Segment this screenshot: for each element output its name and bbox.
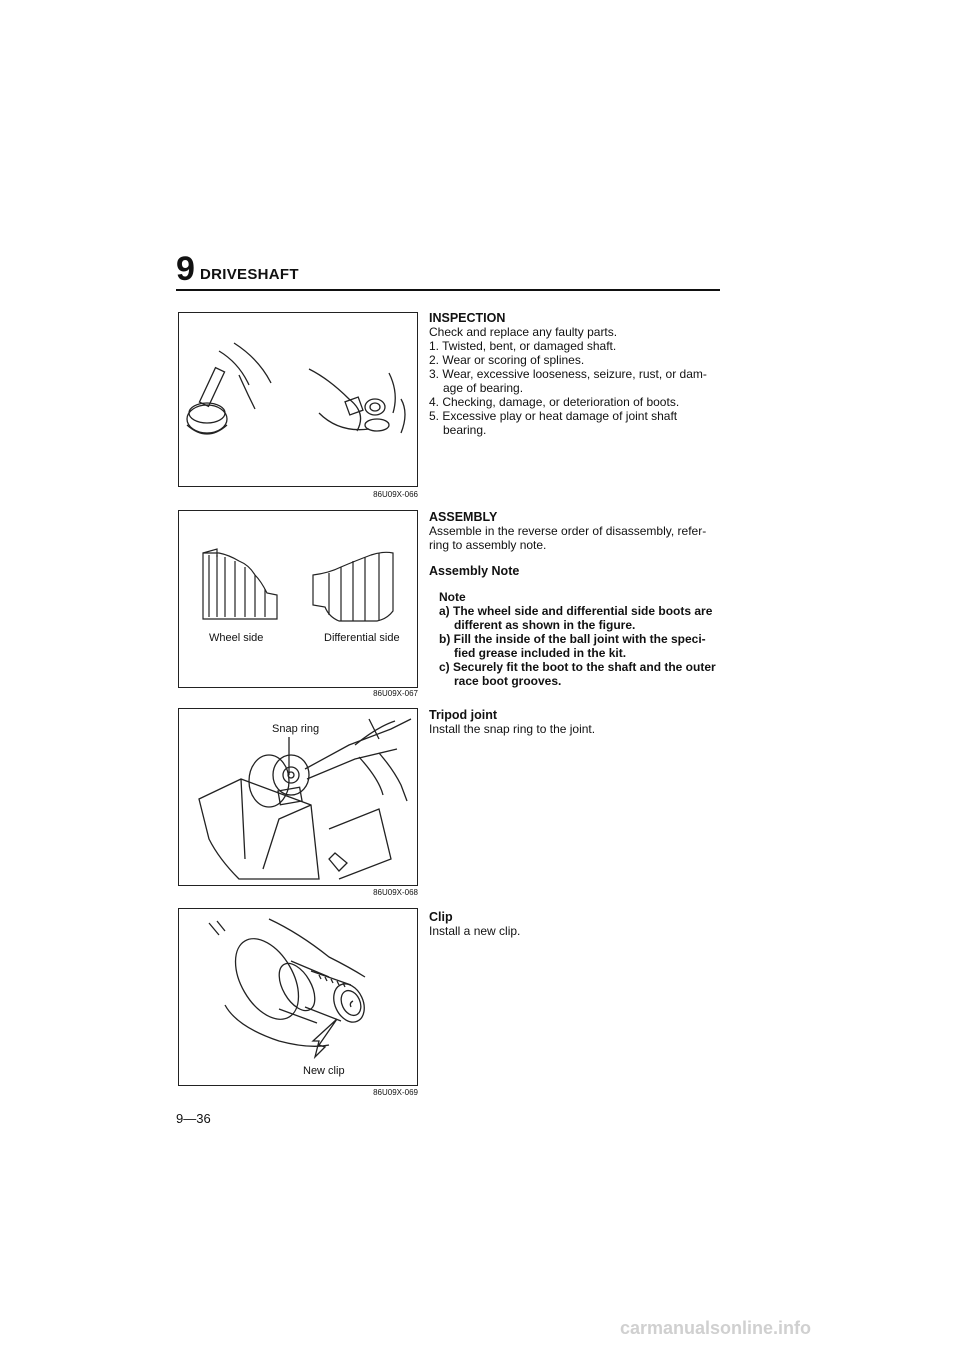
clip-section: Clip Install a new clip. <box>429 910 721 938</box>
note-item: c) Securely fit the boot to the shaft an… <box>439 660 716 688</box>
list-item: 5. Excessive play or heat damage of join… <box>429 409 678 437</box>
label-wheel-side: Wheel side <box>209 632 264 644</box>
chapter-title: DRIVESHAFT <box>200 266 299 283</box>
clip-text: Install a new clip. <box>429 924 521 938</box>
clip-illustration <box>208 918 366 1060</box>
note-item: a) The wheel side and differential side … <box>439 604 713 632</box>
list-item: 3. Wear, excessive looseness, seizure, r… <box>429 367 707 395</box>
label-snap-ring: Snap ring <box>272 723 320 735</box>
note-title: Note <box>439 590 466 604</box>
inspection-illustration <box>186 342 406 435</box>
note-item: b) Fill the inside of the ball joint wit… <box>439 632 706 660</box>
label-new-clip: New clip <box>303 1065 345 1077</box>
label-differential-side: Differential side <box>324 632 400 644</box>
assembly-heading: ASSEMBLY <box>429 510 498 524</box>
list-item: 2. Wear or scoring of splines. <box>429 353 585 367</box>
boots-illustration <box>202 548 394 622</box>
header-rule <box>176 289 720 291</box>
tripod-section: Tripod joint Install the snap ring to th… <box>429 708 721 736</box>
assembly-section: ASSEMBLY Assemble in the reverse order o… <box>429 510 721 688</box>
figure-caption: 86U09X-068 <box>373 888 418 897</box>
figure-caption: 86U09X-066 <box>373 490 418 499</box>
tripod-heading: Tripod joint <box>429 708 498 722</box>
chapter-number: 9 <box>176 250 195 288</box>
assembly-subheading: Assembly Note <box>429 564 520 578</box>
inspection-heading: INSPECTION <box>429 311 506 325</box>
figure-inspection <box>178 312 418 487</box>
tripod-text: Install the snap ring to the joint. <box>429 722 596 736</box>
figure-boots: Wheel side Differential side <box>178 510 418 688</box>
inspection-intro: Check and replace any faulty parts. <box>429 325 618 339</box>
assembly-intro: Assemble in the reverse order of disasse… <box>429 524 707 552</box>
figure-snap-ring: Snap ring <box>178 708 418 886</box>
page-number: 9—36 <box>176 1111 211 1126</box>
inspection-list: 1. Twisted, bent, or damaged shaft. 2. W… <box>429 339 721 437</box>
list-item: 4. Checking, damage, or deterioration of… <box>429 395 680 409</box>
figure-clip: New clip <box>178 908 418 1086</box>
snap-ring-illustration <box>198 718 412 880</box>
watermark: carmanualsonline.info <box>620 1318 812 1338</box>
list-item: 1. Twisted, bent, or damaged shaft. <box>429 339 617 353</box>
assembly-note: Note a) The wheel side and differential … <box>429 590 721 688</box>
inspection-section: INSPECTION Check and replace any faulty … <box>429 311 721 437</box>
figure-caption: 86U09X-069 <box>373 1088 418 1097</box>
figure-caption: 86U09X-067 <box>373 689 418 698</box>
clip-heading: Clip <box>429 910 453 924</box>
